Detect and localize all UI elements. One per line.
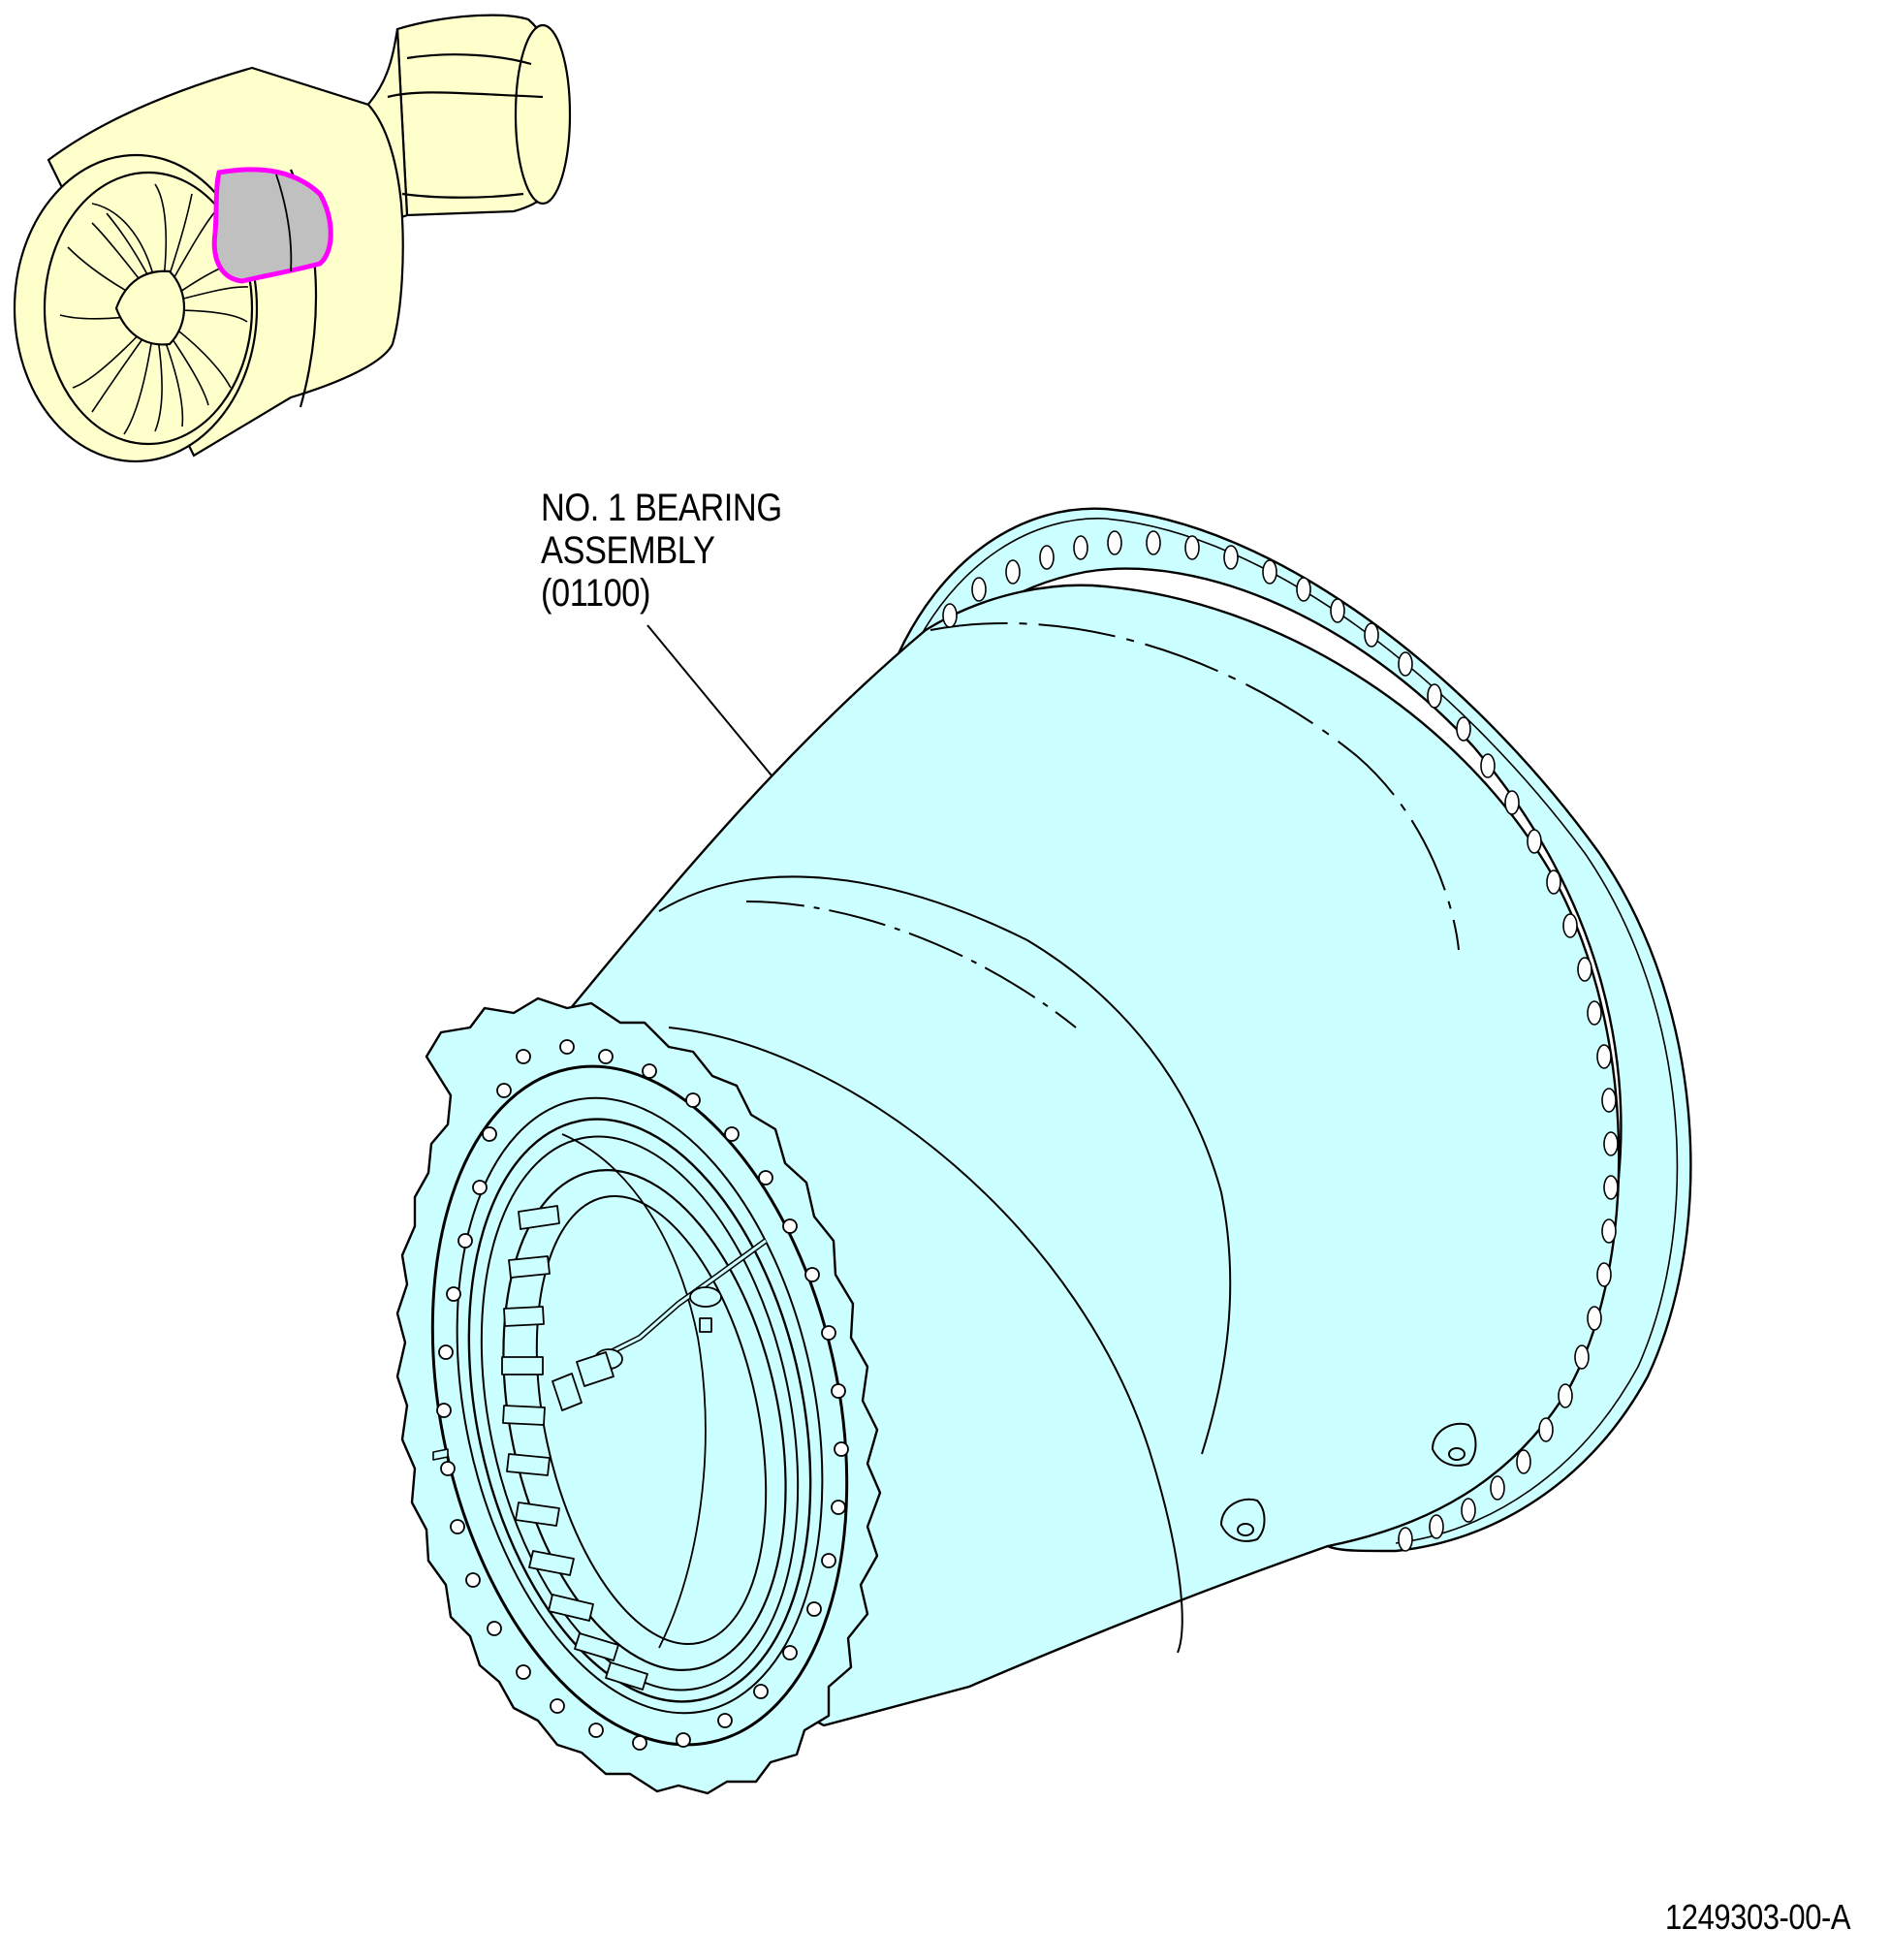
- callout-leader: [646, 624, 772, 776]
- inner-slots: [501, 1205, 648, 1691]
- engine-locator-icon: [13, 14, 572, 463]
- callout-line-3: (01100): [541, 572, 651, 615]
- oil-tube: [552, 1238, 768, 1411]
- callout-line-2: ASSEMBLY: [541, 529, 715, 572]
- highlight-region: [211, 167, 333, 284]
- boss-fitting: [1220, 1422, 1477, 1542]
- flange-scallops: [942, 530, 1619, 1552]
- callout-label: NO. 1 BEARING ASSEMBLY (01100): [541, 487, 782, 615]
- drawing-number: 1249303-00-A: [1665, 1897, 1851, 1937]
- callout-line-1: NO. 1 BEARING: [541, 487, 782, 529]
- bearing-assembly-drawing: [395, 507, 1692, 1795]
- bolt-circle: [436, 1039, 849, 1751]
